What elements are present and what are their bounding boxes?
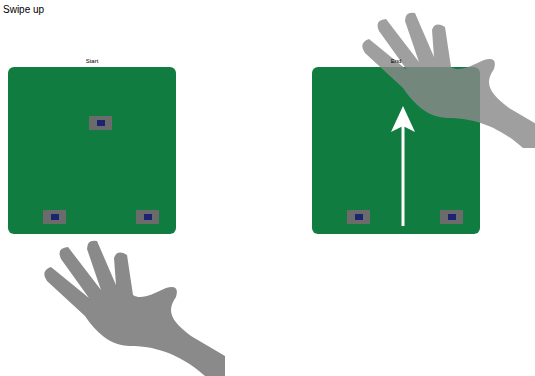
sensor-window [448, 214, 456, 220]
sensor-window [355, 214, 363, 220]
sensor-housing [347, 210, 370, 224]
hand [362, 13, 535, 148]
sensor [347, 210, 370, 224]
sensor-housing [440, 210, 463, 224]
sensor-window [51, 214, 59, 220]
sensor [136, 210, 159, 224]
swipe-arrow [391, 106, 415, 226]
sensor [440, 210, 463, 224]
sensor-panel: Start [8, 67, 176, 234]
sensor-window [97, 120, 105, 126]
sensor-housing [89, 116, 112, 130]
diagram-title: Swipe up [3, 4, 44, 16]
panel-heading: End [391, 58, 402, 65]
sensor-housing [43, 210, 66, 224]
arrow-shaft [402, 126, 405, 226]
sensor-window [144, 214, 152, 220]
hand [44, 241, 225, 376]
panel-heading: Start [86, 58, 99, 65]
sensor [89, 116, 112, 130]
arrow-head [391, 106, 415, 132]
sensor [43, 210, 66, 224]
sensor-housing [136, 210, 159, 224]
